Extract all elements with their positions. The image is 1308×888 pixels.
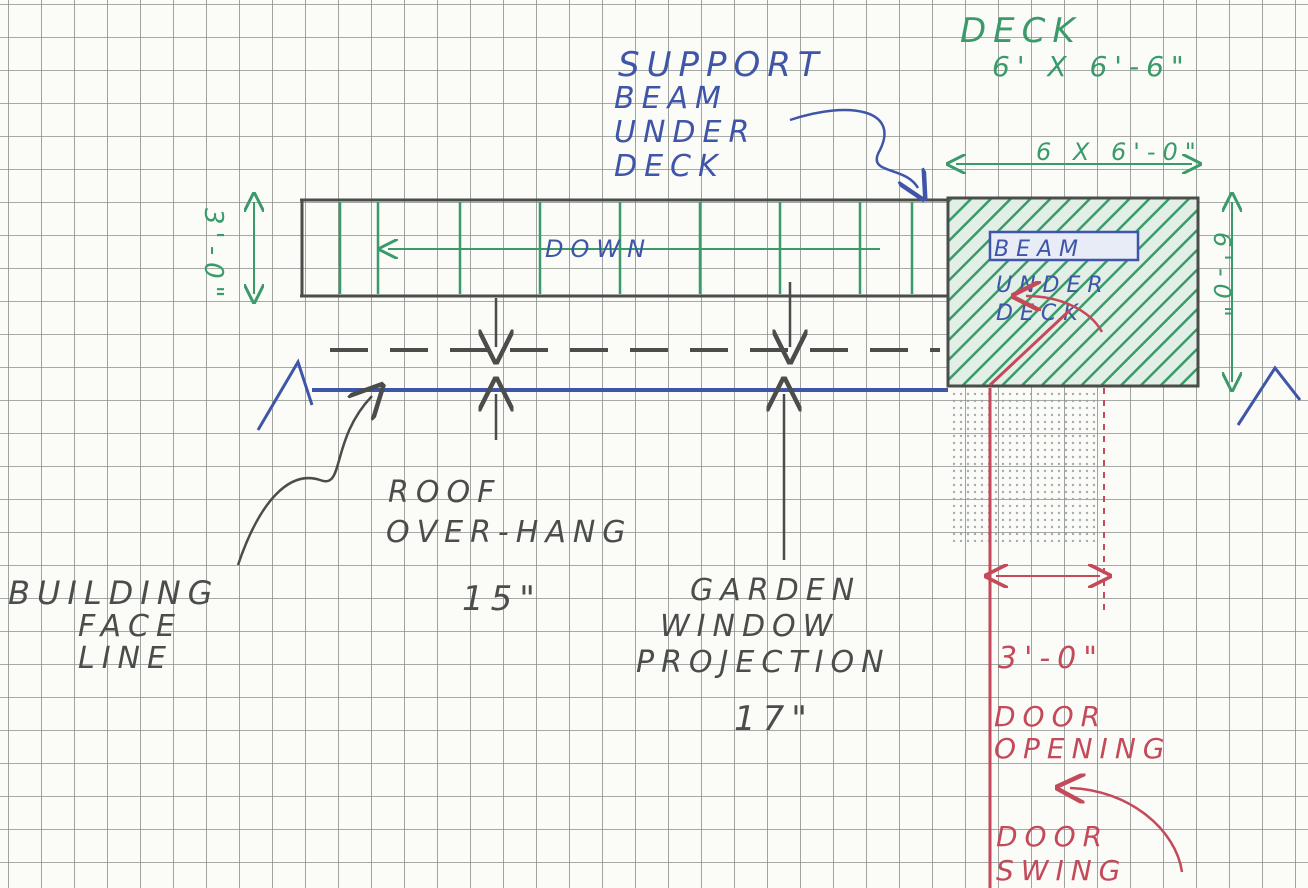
- support-label-3: UNDER: [614, 115, 756, 150]
- building-label-2: FACE: [78, 609, 182, 644]
- garden-label-2: WINDOW: [660, 609, 839, 644]
- garden-label-3: PROJECTION: [636, 645, 891, 680]
- roof-label-2: OVER-HANG: [386, 515, 633, 550]
- deck-area: BEAM UNDER DECK: [946, 196, 1200, 388]
- walk-depth-dimension: 3'-0": [198, 202, 254, 305]
- beam-label-1: BEAM: [994, 237, 1085, 262]
- support-label-4: DECK: [614, 149, 725, 184]
- building-label-1: BUILDING: [8, 574, 219, 612]
- beam-label-2: UNDER: [996, 273, 1110, 298]
- deck-depth-label: 6'-0": [1208, 232, 1236, 324]
- walk-depth-label: 3'-0": [198, 208, 228, 305]
- garden-dim-label: 17": [734, 699, 814, 739]
- roof-dim-label: 15": [462, 579, 542, 619]
- building-line-leader: [236, 396, 372, 566]
- walk-direction-label: DOWN: [545, 235, 652, 263]
- support-beam-note: SUPPORT BEAM UNDER DECK: [614, 45, 918, 188]
- door-opening-label-1: DOOR: [994, 700, 1107, 733]
- door-swing-label-1: DOOR: [996, 820, 1109, 853]
- door-opening-label-2: OPENING: [994, 732, 1171, 765]
- door-width-label: 3'-0": [998, 641, 1104, 676]
- door-swing-label-2: SWING: [996, 854, 1127, 887]
- overhang-arrows: [496, 282, 790, 560]
- roof-label-1: ROOF: [388, 475, 501, 510]
- support-label-2: BEAM: [614, 81, 728, 116]
- building-label-3: LINE: [78, 641, 173, 676]
- building-face-line: [256, 358, 1302, 431]
- support-label-1: SUPPORT: [618, 45, 826, 85]
- door-region: 3'-0" DOOR OPENING DOOR SWING: [950, 296, 1184, 888]
- deck-width-label: 6 X 6'-0": [1036, 138, 1203, 166]
- deck-title: DECK: [960, 11, 1082, 51]
- garden-label-1: GARDEN: [690, 573, 861, 608]
- deck-size: 6' X 6'-6": [992, 50, 1191, 83]
